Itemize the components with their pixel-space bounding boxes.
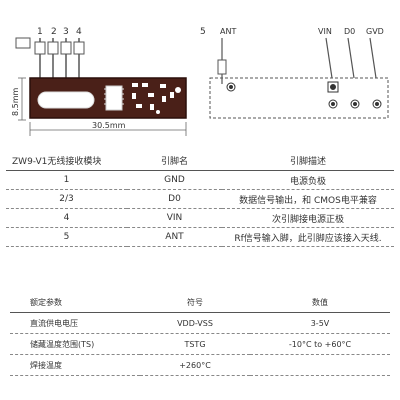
ant-label: ANT	[220, 27, 236, 36]
ant-pin-number: 5	[200, 27, 206, 37]
pin-number-3: 3	[63, 27, 69, 37]
pin-num: 5	[6, 227, 127, 247]
table-row: 2/3 D0 数据信号输出，和 CMOS电平兼容	[6, 189, 394, 209]
pin-num: 1	[6, 170, 127, 190]
param-table-header: 额定参数 符号 数值	[10, 292, 390, 313]
height-dimension-label: 8.5mm	[11, 87, 20, 116]
table-row: 直流供电电压 VDD-VSS 3-5V	[10, 312, 390, 334]
param-value	[250, 354, 390, 376]
pin-desc: 次引脚接电源正极	[222, 208, 394, 228]
pin-number-2: 2	[51, 27, 57, 37]
pin-table: ZW9-V1无线接收模块 引脚名 引脚描述 1 GND 电源负极 2/3 D0 …	[6, 150, 394, 247]
pin-desc: 电源负极	[222, 170, 394, 190]
param-table: 额定参数 符号 数值 直流供电电压 VDD-VSS 3-5V 储藏温度范围(TS…	[10, 292, 390, 376]
side-view-stub	[15, 37, 31, 49]
pin-desc: 数据信号输出，和 CMOS电平兼容	[222, 189, 394, 209]
table-row: 储藏温度范围(TS) TSTG -10°C to +60°C	[10, 333, 390, 355]
pin-name: ANT	[127, 227, 222, 247]
param-value: 3-5V	[250, 312, 390, 334]
right-label-gvd: GVD	[366, 27, 384, 36]
right-label-d0: D0	[344, 27, 355, 36]
smd-components	[132, 83, 181, 114]
width-dimension-label: 30.5mm	[92, 121, 126, 130]
ic-chip	[105, 85, 123, 111]
table-row: 4 VIN 次引脚接电源正极	[6, 208, 394, 228]
pin-table-header: ZW9-V1无线接收模块 引脚名 引脚描述	[6, 150, 394, 171]
pin-num: 2/3	[6, 189, 127, 209]
header-module: ZW9-V1无线接收模块	[6, 150, 127, 171]
right-label-vin: VIN	[318, 27, 332, 36]
pin-holes	[226, 81, 382, 109]
pin-name: VIN	[127, 208, 222, 228]
header-pin-desc: 引脚描述	[222, 150, 394, 171]
param-symbol: +260°C	[140, 354, 250, 376]
param-name: 储藏温度范围(TS)	[10, 333, 140, 355]
header-value: 数值	[250, 292, 390, 313]
table-row: 1 GND 电源负极	[6, 170, 394, 190]
pin-header-blocks	[34, 41, 85, 55]
pin-number-4: 4	[76, 27, 82, 37]
param-name: 焊接温度	[10, 354, 140, 376]
back-board-outline	[209, 77, 389, 119]
table-row: 焊接温度 +260°C	[10, 354, 390, 376]
header-param: 额定参数	[10, 292, 140, 313]
param-symbol: VDD-VSS	[140, 312, 250, 334]
header-symbol: 符号	[140, 292, 250, 313]
ant-pin-base	[217, 59, 227, 75]
pin-number-1: 1	[37, 27, 43, 37]
back-pins	[325, 37, 377, 79]
param-symbol: TSTG	[140, 333, 250, 355]
pin-num: 4	[6, 208, 127, 228]
pin-desc: Rf信号输入脚，此引脚应该接入天线.	[222, 227, 394, 247]
param-value: -10°C to +60°C	[250, 333, 390, 355]
param-name: 直流供电电压	[10, 312, 140, 334]
module-diagram: 1 2 3 4 5 8.5mm	[11, 27, 389, 136]
pin-name: D0	[127, 189, 222, 209]
pin-name: GND	[127, 170, 222, 190]
header-pin-name: 引脚名	[127, 150, 222, 171]
table-row: 5 ANT Rf信号输入脚，此引脚应该接入天线.	[6, 227, 394, 247]
crystal-oval	[37, 91, 95, 109]
